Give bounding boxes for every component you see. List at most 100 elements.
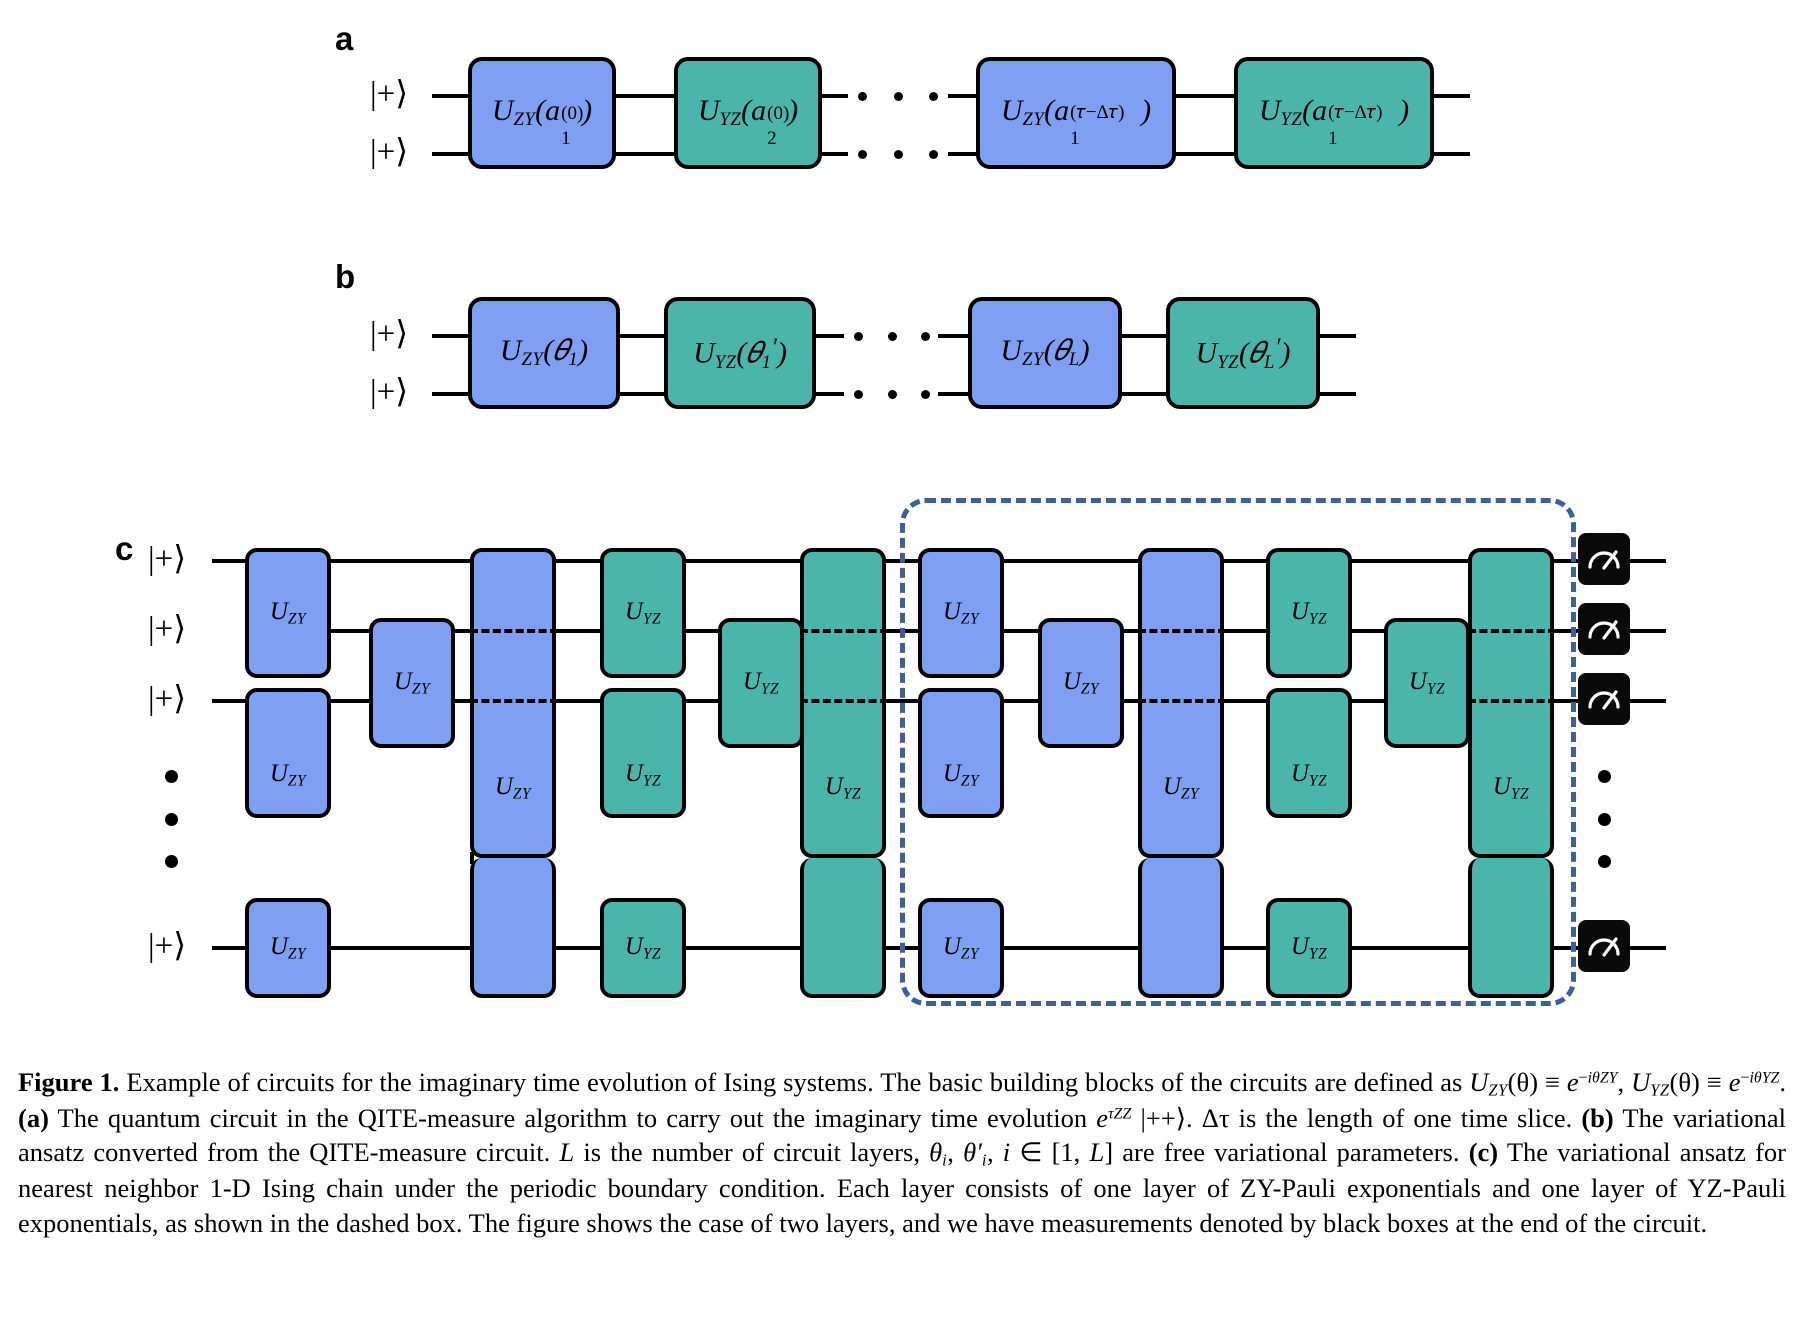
- gate-label: UYZ: [824, 773, 862, 803]
- panel-b-ellipsis-bottom: [854, 389, 930, 399]
- panel-c-gate-yz-qn-l1[interactable]: UYZ: [600, 898, 686, 998]
- panel-a-gate-1[interactable]: UYZ(a(0)2): [674, 57, 822, 169]
- panel-a-wire-3-top: [1174, 94, 1236, 98]
- gate-label: UZY: [1162, 773, 1200, 803]
- gate-label: UZY: [269, 598, 307, 628]
- panel-c-gate-yz-q2q3-l1[interactable]: UYZ: [718, 618, 804, 748]
- panel-b-input-1: |+⟩: [370, 374, 409, 410]
- panel-a-gate-3-label: UYZ(a(𝜏−Δ𝜏)1): [1258, 94, 1410, 150]
- panel-c-gate-yz-wrap-l1-bottom[interactable]: [800, 858, 886, 998]
- panel-c-gate-zy-wrap-l2-bottom[interactable]: [1138, 858, 1224, 998]
- panel-c-q1-wire-i: [1552, 559, 1582, 563]
- panel-c-gate-yz-q2q3-l2[interactable]: UYZ: [1384, 618, 1470, 748]
- panel-c-gate-zy-wrap-l1[interactable]: UZY: [470, 548, 556, 858]
- panel-b-gate-2[interactable]: UZY(𝜃L): [968, 297, 1122, 409]
- measure-gauge-icon-q1[interactable]: [1578, 533, 1630, 585]
- panel-c-gate-yz-wrap-l2[interactable]: UYZ: [1468, 548, 1554, 858]
- panel-a-gate-3[interactable]: UYZ(a(𝜏−Δ𝜏)1): [1234, 57, 1434, 169]
- panel-a-wire-2-bottom: [948, 152, 978, 156]
- gate-label: UZY: [494, 773, 532, 803]
- panel-c-gate-zy-q3qn-l1[interactable]: UZY: [245, 688, 331, 818]
- panel-c-q3-wire-b: [329, 699, 373, 703]
- gate-label: UZY: [942, 933, 980, 963]
- panel-a-wire-3-bottom: [1174, 152, 1236, 156]
- panel-b-gate-3-label: UYZ(𝜃L′): [1195, 331, 1291, 373]
- panel-c-q2-wire-j: [1350, 629, 1388, 633]
- panel-c-gate-zy-qn-l1[interactable]: UZY: [245, 898, 331, 998]
- measure-gauge-icon-q3[interactable]: [1578, 673, 1630, 725]
- panel-c-q2-dashed-through-yzwrap-l1: [800, 629, 888, 633]
- panel-b-gate-1[interactable]: UYZ(𝜃1′): [664, 297, 816, 409]
- caption-figure-number: Figure 1.: [18, 1067, 120, 1097]
- panel-c-input-3: |+⟩: [148, 928, 187, 964]
- panel-a-ellipsis-top: [858, 91, 938, 101]
- panel-c-gate-yz-wrap-l2-bottom[interactable]: [1468, 858, 1554, 998]
- panel-c-q1-wire-a: [212, 559, 247, 563]
- panel-c-gate-zy-q1q2-l2[interactable]: UZY: [918, 548, 1004, 678]
- panel-c-input-0: |+⟩: [148, 541, 187, 577]
- measure-gauge-icon-q2[interactable]: [1578, 603, 1630, 655]
- panel-c-gate-yz-q3qn-l1[interactable]: UYZ: [600, 688, 686, 818]
- panel-c-gate-zy-q2q3-l1[interactable]: UZY: [369, 618, 455, 748]
- panel-a-ellipsis-bottom: [858, 149, 938, 159]
- panel-a-wire-in-top: [432, 94, 470, 98]
- panel-b-gate-1-label: UYZ(𝜃1′): [693, 331, 787, 373]
- panel-c-q3-dashed-through-wrap-l1: [470, 699, 558, 703]
- gate-label: UZY: [942, 760, 980, 790]
- panel-b-ellipsis-top: [854, 331, 930, 341]
- panel-a-gate-2[interactable]: UZY(a(𝜏−Δ𝜏)1): [976, 57, 1176, 169]
- gate-label: UZY: [942, 598, 980, 628]
- panel-c-qn-wire-c: [554, 946, 604, 950]
- panel-c-gate-zy-wrap-l1-bottom[interactable]: [470, 858, 556, 998]
- panel-c-gate-yz-q1q2-l1[interactable]: UYZ: [600, 548, 686, 678]
- figure-caption: Figure 1. Example of circuits for the im…: [18, 1067, 1787, 1238]
- panel-c-gate-zy-q2q3-l2[interactable]: UZY: [1038, 618, 1124, 748]
- panel-c-qn-wire-f: [1002, 946, 1142, 950]
- panel-b-input-0: |+⟩: [370, 316, 409, 352]
- gate-label: UYZ: [1492, 773, 1530, 803]
- panel-a-gate-2-label: UZY(a(𝜏−Δ𝜏)1): [1000, 94, 1152, 150]
- panel-b-gate-3[interactable]: UYZ(𝜃L′): [1166, 297, 1320, 409]
- panel-b-wire-2-bottom: [938, 392, 972, 396]
- panel-b-gate-0[interactable]: UZY(𝜃1): [468, 297, 620, 409]
- panel-label-c: c: [115, 530, 134, 567]
- panel-c-gate-zy-q1q2-l1[interactable]: UZY: [245, 548, 331, 678]
- panel-c-q2-wire-out: [1628, 629, 1666, 633]
- panel-c-q2-wire-i: [1222, 629, 1270, 633]
- panel-c-input-2: |+⟩: [148, 681, 187, 717]
- panel-a-gate-1-label: UYZ(a(0)2): [697, 94, 799, 150]
- gate-label: UYZ: [742, 668, 780, 698]
- panel-c-q3-dashed-through-wrap-l2: [1138, 699, 1226, 703]
- panel-b-gate-2-label: UZY(𝜃L): [1000, 334, 1090, 371]
- panel-c-q2-wire-b: [453, 629, 473, 633]
- panel-c-gate-yz-q3qn-l2[interactable]: UYZ: [1266, 688, 1352, 818]
- panel-b-wire-out-top: [1318, 334, 1356, 338]
- panel-c-gate-zy-q3qn-l2[interactable]: UZY: [918, 688, 1004, 818]
- panel-a-gate-0[interactable]: UZY(a(0)1): [468, 57, 616, 169]
- panel-b-wire-3-top: [1120, 334, 1168, 338]
- panel-c-qn-wire-i: [1552, 946, 1582, 950]
- panel-c-q1-wire-d: [684, 559, 804, 563]
- panel-c-gate-zy-wrap-l2[interactable]: UZY: [1138, 548, 1224, 858]
- panel-a-wire-2-top: [948, 94, 978, 98]
- gate-label: UZY: [269, 933, 307, 963]
- panel-a-gate-0-label: UZY(a(0)1): [491, 94, 593, 150]
- gate-label: UYZ: [624, 933, 662, 963]
- gate-label: UYZ: [1290, 933, 1328, 963]
- panel-b-wire-0-top: [618, 334, 666, 338]
- panel-c-q2-dashed-through-wrap-l1: [470, 629, 558, 633]
- panel-c-q3-wire-d: [554, 699, 604, 703]
- panel-c-q2-wire-l: [1552, 629, 1582, 633]
- panel-c-q3-wire-c: [453, 699, 473, 703]
- panel-a-input-0: |+⟩: [370, 76, 409, 112]
- panel-label-b: b: [335, 258, 356, 295]
- panel-c-gate-yz-wrap-l1[interactable]: UYZ: [800, 548, 886, 858]
- measure-gauge-icon-qn[interactable]: [1578, 920, 1630, 972]
- panel-c-q1-wire-g: [1222, 559, 1270, 563]
- panel-c-gate-yz-qn-l2[interactable]: UYZ: [1266, 898, 1352, 998]
- panel-c-q3-wire-k: [1350, 699, 1388, 703]
- panel-a-wire-in-bottom: [432, 152, 470, 156]
- panel-c-gate-yz-q1q2-l2[interactable]: UYZ: [1266, 548, 1352, 678]
- panel-c-qn-wire-a: [212, 946, 247, 950]
- panel-a-wire-1-bottom: [820, 152, 848, 156]
